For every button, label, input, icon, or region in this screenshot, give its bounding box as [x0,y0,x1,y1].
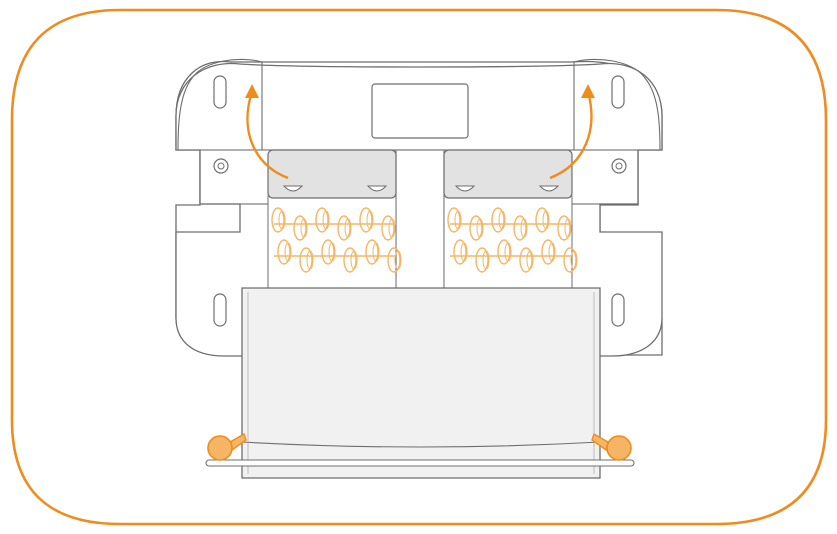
massage-roller-inner [284,242,292,262]
control-window [371,83,469,139]
outer-frame [10,8,828,526]
massage-roller [315,207,329,233]
seat-pocket [241,287,601,479]
screw-hole-icon [611,158,627,174]
massage-roller-inner [388,218,396,238]
massage-roller-inner [482,250,490,270]
massage-roller [557,215,571,241]
slot-icon [611,293,625,327]
massage-roller-inner [564,218,572,238]
flap-notch [282,185,304,192]
left-flap [267,149,397,199]
massage-roller [343,247,357,273]
massage-roller-inner [306,250,314,270]
massage-roller-inner [322,210,330,230]
massage-roller [381,215,395,241]
massage-roller [365,239,379,265]
right-roller-group [447,207,578,273]
massage-roller-inner [504,242,512,262]
massage-roller [271,207,285,233]
massage-roller [491,207,505,233]
massage-roller-inner [278,210,286,230]
massage-roller-inner [350,250,358,270]
flap-notch [538,185,560,192]
massage-roller-inner [520,218,528,238]
bottom-rod [205,459,635,467]
screw-hole-icon [213,158,229,174]
massage-roller [497,239,511,265]
slot-icon [213,75,227,109]
massage-roller [475,247,489,273]
massage-roller [447,207,461,233]
massage-roller [469,215,483,241]
massage-roller [277,239,291,265]
massage-roller-inner [498,210,506,230]
flap-notch [366,185,388,192]
right-flap [443,149,573,199]
massage-roller-inner [460,242,468,262]
curved-arrow-up-icon [245,84,289,180]
massage-roller-inner [366,210,374,230]
round-knob-icon [207,432,247,461]
massage-roller [359,207,373,233]
massage-roller [387,247,401,273]
slot-icon [213,293,227,327]
massage-roller [563,247,577,273]
massage-roller [293,215,307,241]
curved-arrow-up-icon [549,84,595,180]
right-wing [573,58,661,151]
massage-roller-inner [476,218,484,238]
slot-icon [611,75,625,109]
massage-roller-inner [570,250,578,270]
pocket-fold [241,441,601,448]
massage-roller-inner [372,242,380,262]
massage-roller [513,215,527,241]
round-knob-icon [591,432,632,461]
massage-roller-inner [454,210,462,230]
massage-roller-inner [328,242,336,262]
left-wing [177,58,263,151]
flap-notch [454,185,476,192]
massage-roller-inner [344,218,352,238]
massage-roller [321,239,335,265]
massage-roller [337,215,351,241]
massage-roller-inner [526,250,534,270]
massage-roller [519,247,533,273]
massage-roller-inner [548,242,556,262]
massage-roller-inner [394,250,402,270]
massage-roller [299,247,313,273]
massage-roller-inner [542,210,550,230]
center-column [395,149,445,297]
massage-roller-inner [300,218,308,238]
left-roller-group [271,207,402,273]
massage-roller [535,207,549,233]
massage-roller [541,239,555,265]
massage-roller [453,239,467,265]
